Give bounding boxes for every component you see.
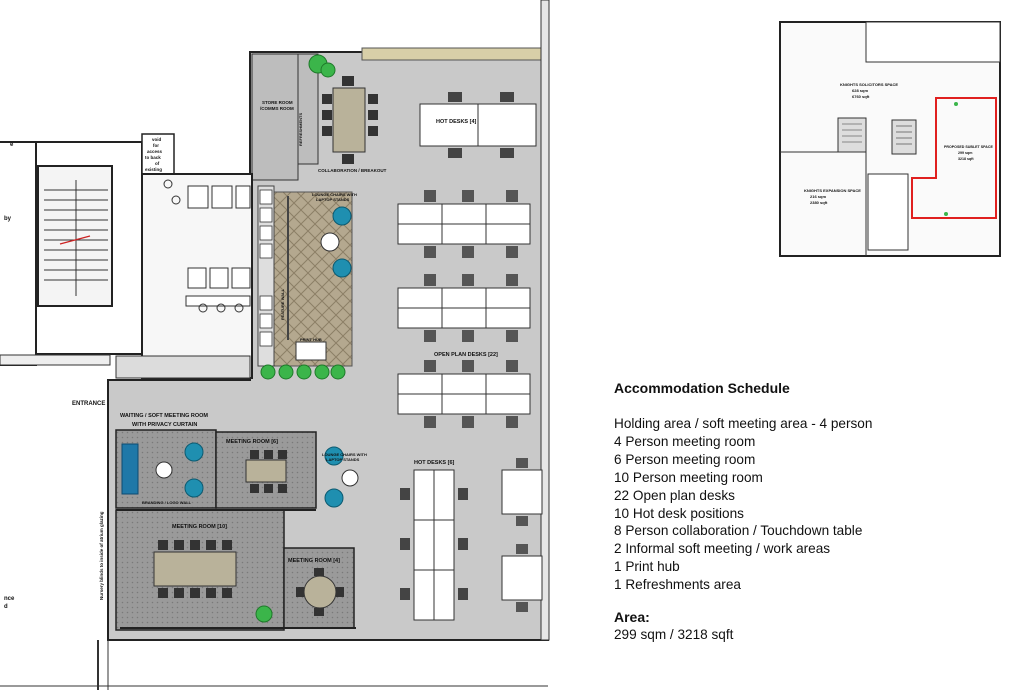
- accommodation-schedule: Accommodation Schedule Holding area / so…: [614, 380, 1014, 642]
- area-value: 299 sqm / 3218 sqft: [614, 627, 734, 643]
- store-room-label: STORE ROOM: [262, 100, 293, 105]
- refreshments-label: REFRESHMENTS: [298, 113, 303, 146]
- void-label-2: for: [153, 143, 159, 148]
- left-edge-label-e: e: [10, 142, 14, 148]
- schedule-item: 2 Informal soft meeting / work areas: [614, 541, 831, 557]
- left-edge-label-nce: nce: [4, 596, 15, 602]
- sublet-label-3: 3218 sqft: [958, 157, 974, 161]
- schedule-item: Holding area / soft meeting area - 4 per…: [614, 416, 873, 431]
- solicitors-label-1: KNIGHTS SOLICITORS SPACE: [840, 82, 898, 87]
- hot-desks-top: [419, 92, 537, 158]
- nursery-blinds-note: Nursery blinds to inside of atrium glazi…: [99, 511, 104, 600]
- hot-desks-top-label: HOT DESKS [4]: [436, 119, 477, 125]
- sublet-highlight: [911, 97, 997, 219]
- schedule-item: 10 Person meeting room: [614, 469, 763, 485]
- plan-labels: STORE ROOM /COMMS ROOM HOT DESKS [4] COL…: [4, 100, 498, 610]
- lounge-top-label-1: LOUNGE CHAIRS WITH: [312, 192, 357, 197]
- sofa: [121, 443, 139, 495]
- meeting-tables: [153, 450, 344, 616]
- collaboration-label: COLLABORATION / BREAKOUT: [318, 168, 387, 173]
- meeting-room-4-label: MEETING ROOM [4]: [288, 558, 340, 564]
- meeting-room-10-label: MEETING ROOM [10]: [172, 524, 227, 530]
- plants: [255, 54, 346, 623]
- area-heading: Area:: [614, 609, 650, 626]
- void-label-6: existing: [145, 167, 162, 172]
- lounge-bottom-label-2: LAPTOP STANDS: [326, 457, 360, 462]
- hot-desks-bottom: [400, 458, 543, 621]
- stair-core: [0, 133, 253, 379]
- left-edge-label-by: by: [4, 216, 12, 222]
- print-hub: [295, 341, 327, 361]
- side-tables: [155, 232, 359, 487]
- meeting-room-6-label: MEETING ROOM [6]: [226, 439, 278, 445]
- schedule-item: 1 Refreshments area: [614, 577, 741, 593]
- branding-label: BRANDING / LOGO WALL: [142, 500, 192, 505]
- comms-room-label: /COMMS ROOM: [260, 106, 294, 111]
- open-plan-desks: [397, 203, 531, 415]
- schedule-item: 6 Person meeting room: [614, 451, 756, 467]
- void-label-4: to back: [145, 155, 161, 160]
- waiting-room-label-2: WITH PRIVACY CURTAIN: [132, 422, 197, 428]
- void-label-3: access: [147, 149, 163, 154]
- lounge-bottom-label-1: LOUNGE CHAIRS WITH: [322, 452, 367, 457]
- sublet-label-2: 299 sqm: [958, 151, 972, 155]
- solicitors-label-2: 628 sqm: [852, 88, 868, 93]
- open-plan-label: OPEN PLAN DESKS [22]: [434, 352, 498, 358]
- entrance-label: ENTRANCE: [72, 401, 105, 407]
- void-label-5: of: [155, 161, 160, 166]
- solicitors-label-3: 6760 sqft: [852, 94, 870, 99]
- schedule-item: 10 Hot desk positions: [614, 505, 744, 521]
- schedule-item: 8 Person collaboration / Touchdown table: [614, 523, 863, 539]
- sublet-label-1: PROPOSED SUBLET SPACE: [944, 145, 993, 149]
- schedule-item: 22 Open plan desks: [614, 487, 735, 503]
- schedule-item: 4 Person meeting room: [614, 433, 756, 449]
- waiting-room-label-1: WAITING / SOFT MEETING ROOM: [120, 413, 208, 419]
- lounge-chairs: [184, 206, 352, 508]
- hot-desks-bottom-label: HOT DESKS [6]: [414, 460, 455, 466]
- lounge-top-label-2: LAPTOP STANDS: [316, 197, 350, 202]
- expansion-label-3: 2380 sqft: [810, 200, 828, 205]
- expansion-label-1: KNIGHTS EXPANSION SPACE: [804, 188, 861, 193]
- print-hub-label: PRINT HUB: [300, 337, 322, 342]
- expansion-label-2: 216 sqm: [810, 194, 826, 199]
- schedule-title: Accommodation Schedule: [614, 380, 790, 396]
- schedule-list: Holding area / soft meeting area - 4 per…: [614, 415, 1014, 594]
- schedule-item: 1 Print hub: [614, 559, 680, 575]
- desk-chairs: [424, 190, 518, 428]
- feature-wall-label: FEATURE WALL: [280, 288, 285, 320]
- left-edge-label-d: d: [4, 604, 8, 610]
- void-label-1: void: [152, 137, 162, 142]
- collab-table: [322, 76, 378, 164]
- key-plan: KNIGHTS SOLICITORS SPACE 628 sqm 6760 sq…: [779, 21, 1001, 257]
